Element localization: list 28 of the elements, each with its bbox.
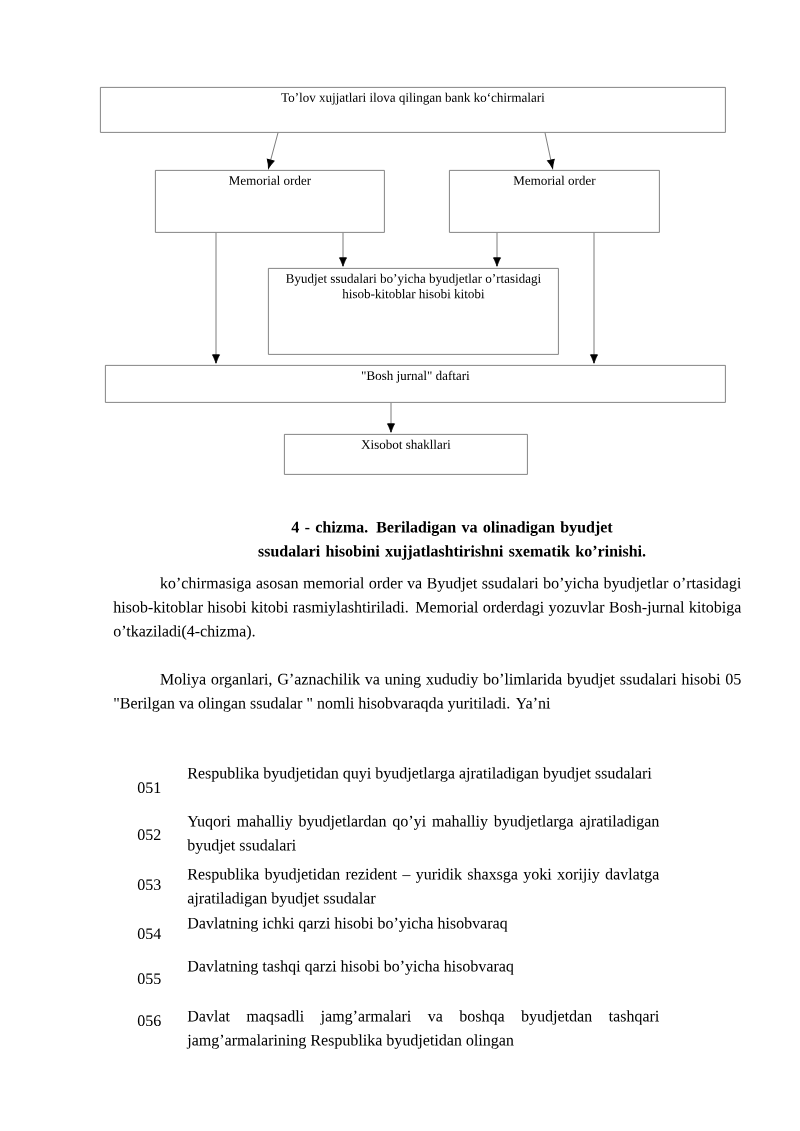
account-description: Respublika byudjetidan rezident – yuridik shaxsga yoki xorijiy davlatga ajratiladigan byudjet ssudalar	[187, 868, 660, 907]
arrow	[387, 402, 395, 433]
arrow	[544, 132, 555, 169]
account-code: 055	[137, 973, 161, 985]
body-paragraph: Moliya organlari, G’aznachilik va uning xududiy bo’limlarida byudjet ssudalari hisobi 05 "Berilgan va olingan ssudalar " nomli hisobvaraqda yuritiladi. Ya’ni	[114, 673, 741, 712]
account-code: 056	[137, 1015, 161, 1027]
account-description: Davlat maqsadli jamg’armalari va boshqa byudjetdan tashqari jamg’armalarining Respublika byudjetidan olingan	[186, 1010, 659, 1049]
account-code: 054	[137, 928, 162, 940]
arrow	[339, 232, 347, 267]
process-box: Memorial order	[155, 170, 385, 233]
process-box: Memorial order	[449, 170, 660, 233]
arrow	[266, 132, 279, 169]
figure-caption: 4 - chizma. Beriladigan va olinadigan byudjet ssudalari hisobini xujjatlashtirishni sxematik ko’rinishi.	[258, 521, 646, 560]
process-box: Byudjet ssudalari bo’yicha byudjetlar o’rtasidagi hisob-kitoblar hisobi kitobi	[268, 268, 559, 355]
body-paragraph: ko’chirmasiga asosan memorial order va Byudjet ssudalari bo’yicha byudjetlar o’rtasidagi hisob-kitoblar hisobi kitobi rasmiylashtiriladi. Memorial orderdagi yozuvlar Bosh-jurnal kitobiga o’tkaziladi(4-chizma).	[113, 577, 742, 640]
account-description: Davlatning ichki qarzi hisobi bo’yicha hisobvaraq	[187, 917, 508, 932]
process-box: "Bosh jurnal" daftari	[105, 365, 726, 403]
account-description: Respublika byudjetidan quyi byudjetlarga ajratiladigan byudjet ssudalari	[187, 767, 652, 782]
account-code: 053	[137, 879, 161, 891]
account-code: 052	[137, 829, 161, 841]
arrow	[493, 232, 501, 267]
process-box: Xisobot shakllari	[284, 434, 528, 475]
account-description: Yuqori mahalliy byudjetlardan qo’yi mahalliy byudjetlarga ajratiladigan byudjet ssudalari	[187, 815, 660, 854]
arrow	[590, 232, 598, 364]
account-description: Davlatning tashqi qarzi hisobi bo’yicha hisobvaraq	[187, 960, 514, 975]
process-box: To’lov xujjatlari ilova qilingan bank ko‘chirmalari	[100, 87, 726, 133]
arrow	[212, 232, 220, 364]
account-code: 051	[137, 782, 161, 794]
